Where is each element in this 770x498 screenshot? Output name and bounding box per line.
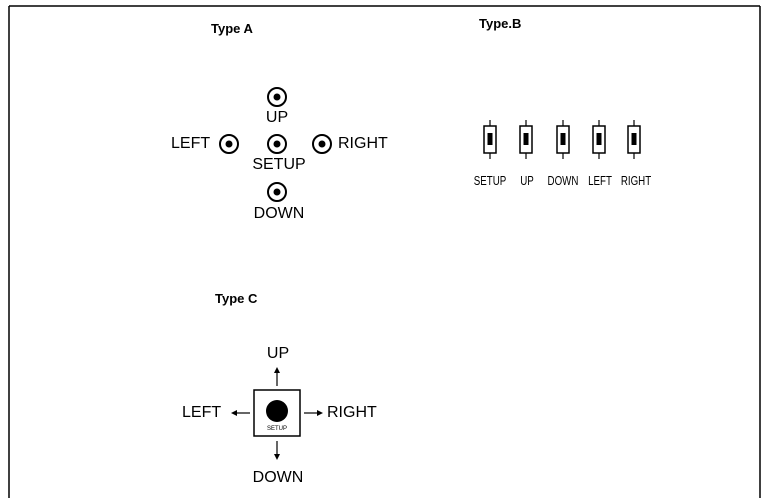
type-b-down-label: DOWN <box>547 173 579 188</box>
type-b-title: Type.B <box>479 16 522 31</box>
type-c-joystick-knob <box>266 400 288 422</box>
type-a-down-label: DOWN <box>253 205 305 222</box>
type-b-left-label: LEFT <box>588 173 612 188</box>
type-a-setup-label: SETUP <box>252 156 306 173</box>
type-b-down-switch <box>556 120 570 159</box>
type-b-left-switch <box>592 120 606 159</box>
type-b-setup-label: SETUP <box>473 173 507 188</box>
type-a-up-button <box>267 87 287 107</box>
type-c-up-arrow <box>274 367 280 386</box>
type-b-right-switch <box>627 120 641 159</box>
type-c-down-label: DOWN <box>252 469 304 486</box>
type-a-title: Type A <box>211 21 253 36</box>
type-a-down-button <box>267 182 287 202</box>
type-a-right-button <box>312 134 332 154</box>
type-a-left-label: LEFT <box>171 135 211 152</box>
type-a-left-button <box>219 134 239 154</box>
type-b-up-label: UP <box>520 173 534 188</box>
type-c-left-arrow <box>231 410 250 416</box>
type-a-up-label: UP <box>265 109 289 126</box>
type-c-left-label: LEFT <box>182 404 222 421</box>
type-a-setup-button <box>267 134 287 154</box>
type-b-setup-switch <box>483 120 497 159</box>
type-c-up-label: UP <box>266 345 290 362</box>
type-c-title: Type C <box>215 291 258 306</box>
type-a-right-label: RIGHT <box>338 135 388 152</box>
type-b-right-label: RIGHT <box>620 173 652 188</box>
type-b-up-switch <box>519 120 533 159</box>
type-c-setup-label: SETUP <box>266 426 288 432</box>
type-c-right-label: RIGHT <box>327 404 377 421</box>
type-c-down-arrow <box>274 441 280 460</box>
type-c-right-arrow <box>304 410 323 416</box>
